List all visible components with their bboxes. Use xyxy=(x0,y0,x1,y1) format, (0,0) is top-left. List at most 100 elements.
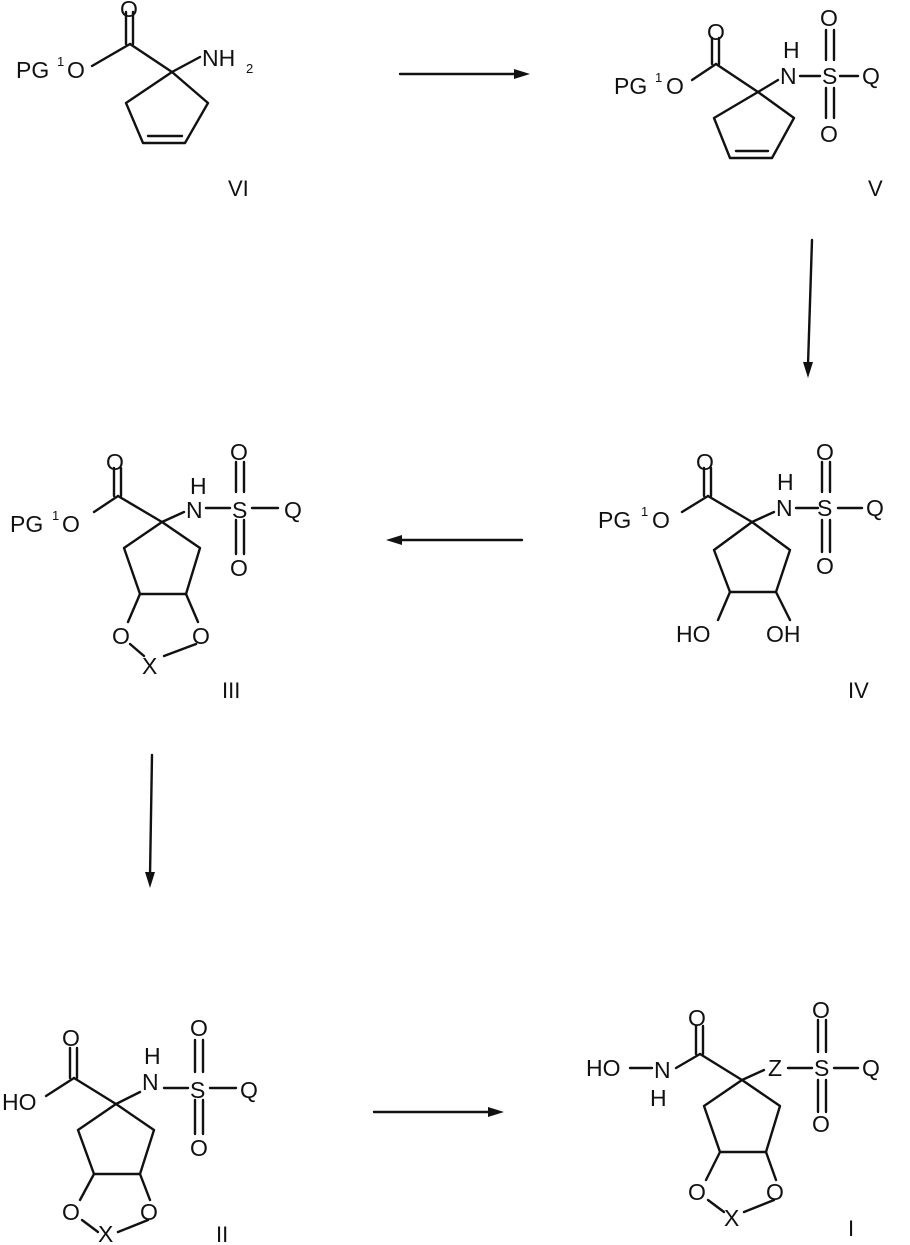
q-group: Q xyxy=(862,63,880,89)
bond xyxy=(682,496,708,512)
compound-label: III xyxy=(222,678,240,703)
ring-bond xyxy=(704,1080,780,1152)
pg-superscript: 1 xyxy=(641,504,648,519)
sulfur: S xyxy=(817,495,832,521)
hydroxyl-left: HO xyxy=(676,621,711,647)
compound-v: PG 1 O O H N S O O Q V xyxy=(614,5,883,201)
bond xyxy=(706,1152,720,1180)
carbonyl-oxygen: O xyxy=(120,0,138,22)
sulfur: S xyxy=(232,497,247,523)
pg-label: PG xyxy=(598,507,631,533)
arrowhead xyxy=(514,69,530,79)
compound-label: V xyxy=(868,176,883,201)
ring-bond xyxy=(126,72,208,143)
sulfonyl-oxygen-bottom: O xyxy=(816,553,834,579)
bond xyxy=(130,44,172,72)
carbonyl-oxygen: O xyxy=(106,449,124,475)
x-group: X xyxy=(724,1205,739,1231)
pg-superscript: 1 xyxy=(655,70,662,85)
arrowhead xyxy=(386,535,402,545)
carbonyl-oxygen: O xyxy=(688,1005,706,1031)
bond xyxy=(128,594,140,622)
compound-vi: PG 1 O O NH 2 VI xyxy=(16,0,253,201)
sulfonyl-oxygen-bottom: O xyxy=(190,1135,208,1161)
pg-label: PG xyxy=(16,57,49,83)
nh-nitrogen: N xyxy=(780,63,797,89)
amine-subscript: 2 xyxy=(246,61,253,76)
compound-label: I xyxy=(848,1216,854,1241)
bond xyxy=(758,80,778,92)
bond xyxy=(708,1200,724,1212)
ring-bond xyxy=(78,1104,154,1174)
nh-hydrogen: H xyxy=(783,37,800,63)
carbonyl-oxygen: O xyxy=(62,1025,80,1051)
sulfur: S xyxy=(190,1077,205,1103)
sulfonyl-oxygen-bottom: O xyxy=(820,121,838,147)
arrowhead xyxy=(145,872,155,888)
ester-oxygen: O xyxy=(652,507,670,533)
bond xyxy=(94,496,118,512)
ring-bond xyxy=(124,522,200,594)
bond xyxy=(700,1054,742,1080)
bond xyxy=(140,1174,150,1200)
sulfonyl-oxygen-top: O xyxy=(820,5,838,31)
bond xyxy=(92,44,130,66)
q-group: Q xyxy=(866,495,884,521)
bond xyxy=(692,64,716,80)
bond xyxy=(766,1152,776,1180)
arrowhead xyxy=(488,1107,504,1117)
hydroxyl-label: HO xyxy=(586,1055,621,1081)
arrow-shaft xyxy=(150,755,152,876)
bond xyxy=(752,512,774,522)
nh-nitrogen: N xyxy=(776,495,793,521)
ring-oxygen-right: O xyxy=(766,1179,784,1205)
arrowhead xyxy=(803,362,813,378)
ester-oxygen: O xyxy=(62,511,80,537)
sulfonyl-oxygen-top: O xyxy=(190,1015,208,1041)
bond xyxy=(74,1078,116,1104)
bond xyxy=(118,496,162,522)
hydroxyl-label: HO xyxy=(2,1089,37,1115)
nh-hydrogen: H xyxy=(777,469,794,495)
bond xyxy=(116,1092,140,1104)
sulfonyl-oxygen-bottom: O xyxy=(230,555,248,581)
arrow-ii-to-i xyxy=(374,1107,504,1117)
bond xyxy=(676,1054,700,1068)
bond xyxy=(80,1174,94,1200)
hydroxamate-nitrogen: N xyxy=(654,1057,671,1083)
compound-i: HO N H O Z S O O Q O O X I xyxy=(586,997,880,1241)
bond xyxy=(742,1070,764,1080)
bond xyxy=(186,594,198,622)
sulfur: S xyxy=(822,63,837,89)
ring-bond xyxy=(714,92,794,158)
ring-oxygen-left: O xyxy=(112,623,130,649)
hydroxyl-right: OH xyxy=(766,621,801,647)
nh-hydrogen: H xyxy=(190,473,207,499)
ring-oxygen-left: O xyxy=(62,1199,80,1225)
sulfonyl-oxygen-top: O xyxy=(816,439,834,465)
ring-oxygen-right: O xyxy=(140,1199,158,1225)
arrow-v-to-iv xyxy=(803,240,813,378)
q-group: Q xyxy=(240,1077,258,1103)
pg-superscript: 1 xyxy=(52,508,59,523)
ester-oxygen: O xyxy=(666,73,684,99)
bond xyxy=(172,57,200,72)
bond xyxy=(776,592,790,620)
bond xyxy=(716,64,758,92)
arrow-iii-to-ii xyxy=(145,755,155,888)
amine-label: NH xyxy=(202,45,235,71)
nh-nitrogen: N xyxy=(142,1069,159,1095)
arrow-shaft xyxy=(808,240,812,365)
sulfonyl-oxygen-top: O xyxy=(230,439,248,465)
sulfur: S xyxy=(814,1055,829,1081)
pg-label: PG xyxy=(10,511,43,537)
bond xyxy=(46,1078,74,1096)
sulfonyl-oxygen-bottom: O xyxy=(812,1111,830,1137)
ring-oxygen-right: O xyxy=(192,623,210,649)
bond xyxy=(82,1220,98,1232)
ring-oxygen-left: O xyxy=(688,1179,706,1205)
nh-nitrogen: N xyxy=(186,497,203,523)
compound-iv: PG 1 O O H N S O O Q HO OH IV xyxy=(598,439,884,703)
x-group: X xyxy=(142,653,157,679)
